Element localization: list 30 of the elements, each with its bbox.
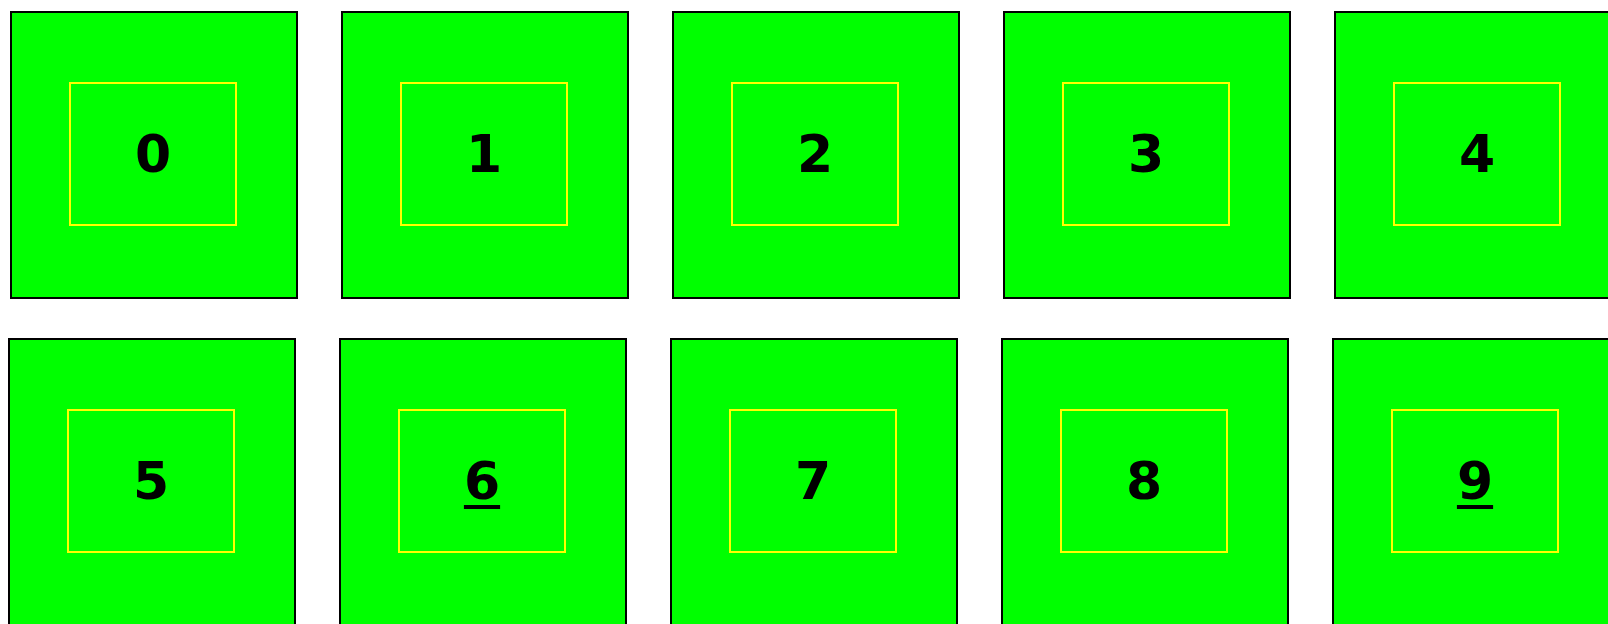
digit-label: 0	[134, 128, 172, 180]
inner-frame	[398, 409, 566, 553]
digit-label: 3	[1127, 128, 1165, 180]
digit-label: 7	[794, 455, 832, 507]
digit-label: 9	[1456, 455, 1494, 507]
square-tile	[672, 11, 960, 299]
inner-frame	[400, 82, 568, 226]
inner-frame	[69, 82, 237, 226]
digit-label: 4	[1458, 128, 1496, 180]
square-tile	[670, 338, 958, 624]
inner-frame	[731, 82, 899, 226]
square-tile	[1001, 338, 1289, 624]
inner-frame	[729, 409, 897, 553]
square-tile	[1334, 11, 1608, 299]
inner-frame	[1391, 409, 1559, 553]
inner-frame	[1062, 82, 1230, 226]
square-tile	[8, 338, 296, 624]
square-tile	[1332, 338, 1608, 624]
digit-label: 8	[1125, 455, 1163, 507]
inner-frame	[67, 409, 235, 553]
inner-frame	[1393, 82, 1561, 226]
square-tile	[339, 338, 627, 624]
inner-frame	[1060, 409, 1228, 553]
digit-label: 1	[465, 128, 503, 180]
digit-label: 2	[796, 128, 834, 180]
digit-label: 6	[463, 455, 501, 507]
square-tile	[10, 11, 298, 299]
square-tile	[1003, 11, 1291, 299]
square-tile	[341, 11, 629, 299]
digit-label: 5	[132, 455, 170, 507]
